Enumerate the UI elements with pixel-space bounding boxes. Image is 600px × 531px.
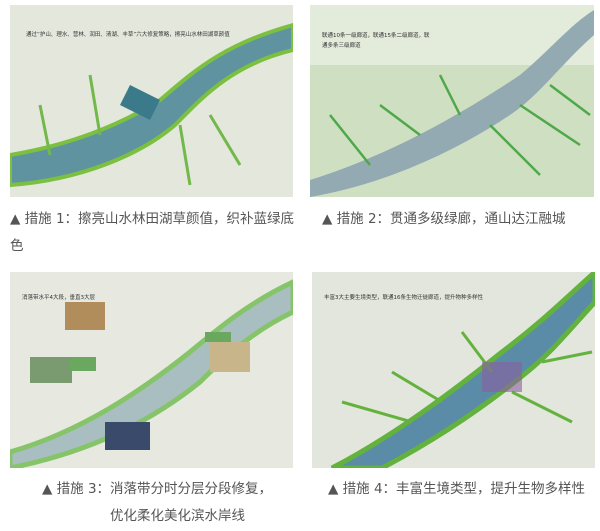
caption-1: ▲ 措施 1：擦亮山水林田湖草颜值，织补蓝绿底 色 [10,206,300,260]
map-1-heading: 通过“护山、理水、营林、润田、清湖、丰草”六大修复策略，擦亮山水林田湖草颜值 [26,32,230,38]
map-3-heading: 消落带水平4大段，垂直3大层 [22,295,95,301]
map-measure-4: 丰富3大主要生境类型，联通16条生物迁徙廊道，提升物种多样性 [312,272,595,468]
caption-1-line-2: 色 [10,238,24,254]
caption-1-line-1: ▲ 措施 1：擦亮山水林田湖草颜值，织补蓝绿底 [10,211,295,227]
map-measure-1: 通过“护山、理水、营林、润田、清湖、丰草”六大修复策略，擦亮山水林田湖草颜值 [10,5,293,197]
caption-4-line-1: ▲ 措施 4：丰富生境类型，提升生物多样性 [328,481,586,497]
caption-3-line-1: ▲ 措施 3：消落带分时分层分段修复， [42,481,273,497]
map-4-heading: 丰富3大主要生境类型，联通16条生物迁徙廊道，提升物种多样性 [324,295,483,301]
caption-3: ▲ 措施 3：消落带分时分层分段修复， 优化柔化美化滨水岸线 [42,476,272,530]
map-2-heading: 联通10条一级廊道，联通15条二级廊道，联通多条三级廊道 [322,33,430,49]
caption-4: ▲ 措施 4：丰富生境类型，提升生物多样性 [328,476,585,503]
map-measure-3: 消落带水平4大段，垂直3大层 [10,272,293,468]
caption-3-line-2: 优化柔化美化滨水岸线 [110,508,245,524]
caption-2: ▲ 措施 2：贯通多级绿廊，通山达江融城 [322,206,566,233]
caption-2-line-1: ▲ 措施 2：贯通多级绿廊，通山达江融城 [322,211,566,227]
map-measure-2: 联通10条一级廊道，联通15条二级廊道，联通多条三级廊道 [310,5,594,197]
